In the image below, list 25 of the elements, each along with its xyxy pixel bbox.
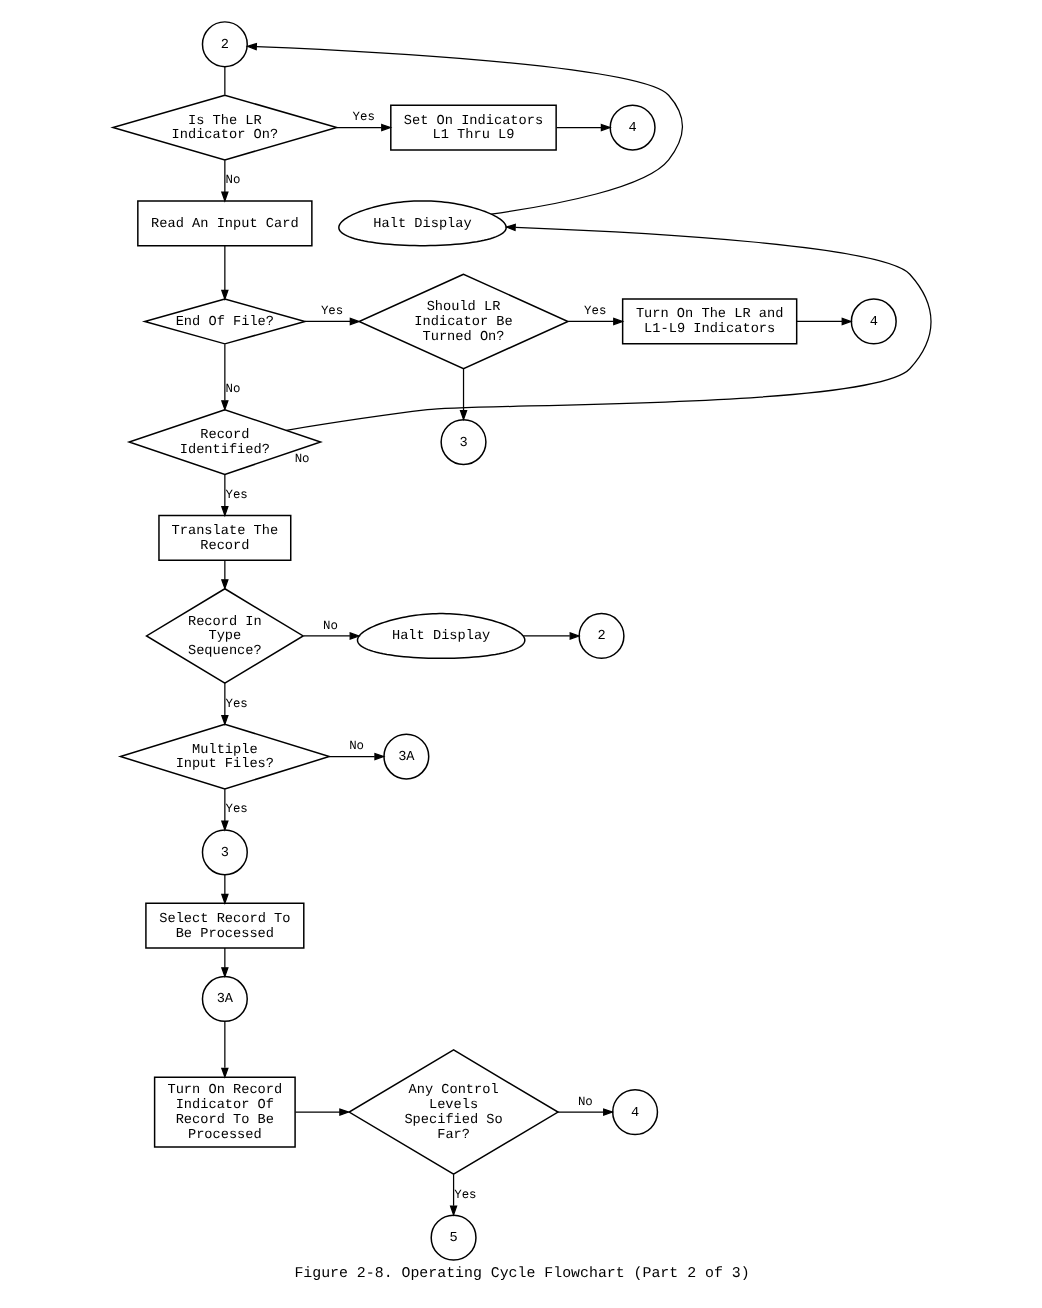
arrow <box>219 874 228 905</box>
arrow <box>219 788 228 832</box>
arrow <box>219 474 228 518</box>
arrow <box>244 42 683 215</box>
arrow <box>219 245 228 301</box>
arrow <box>219 343 228 412</box>
arrow <box>556 1108 614 1116</box>
arrow <box>458 368 467 422</box>
arrow <box>219 682 228 727</box>
arrow <box>303 317 360 326</box>
arrow <box>219 947 228 979</box>
arrow <box>566 317 624 326</box>
arrow <box>521 632 580 640</box>
arrow <box>335 123 392 132</box>
arrow <box>293 1108 350 1116</box>
arrow <box>284 223 931 431</box>
arrow <box>219 559 228 591</box>
connector <box>223 66 225 96</box>
arrow <box>795 317 852 326</box>
arrow <box>301 632 360 640</box>
arrow <box>448 1173 457 1217</box>
arrow <box>219 1020 228 1079</box>
arrow <box>327 752 385 761</box>
arrow <box>555 123 611 132</box>
arrow <box>219 159 228 203</box>
